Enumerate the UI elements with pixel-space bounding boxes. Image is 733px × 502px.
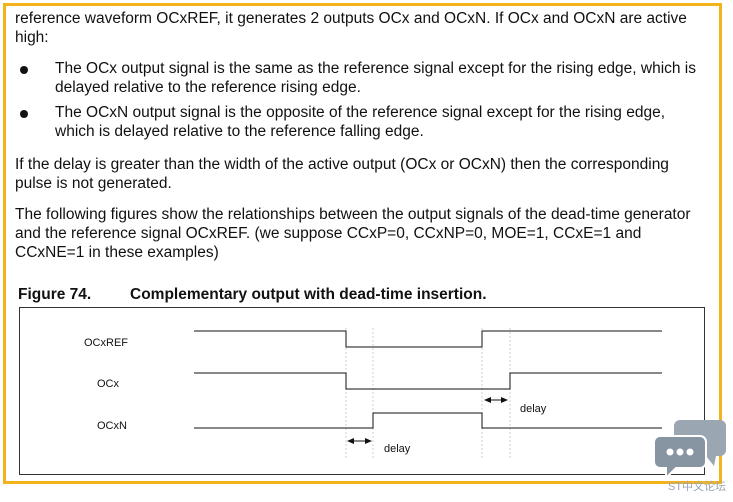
- delay-arrow-ocxn: [347, 438, 372, 444]
- bullet-ocx: The OCx output signal is the same as the…: [55, 60, 697, 96]
- waveform-ocxn: [194, 412, 662, 429]
- document-frame: [3, 3, 722, 484]
- signal-label-ocxref: OCxREF: [84, 337, 128, 349]
- forum-logo-icon: [653, 420, 726, 481]
- waveform-ocx: [194, 372, 662, 390]
- delay-label-ocxn: delay: [384, 443, 411, 455]
- delay-note-paragraph: If the delay is greater than the width o…: [15, 156, 669, 192]
- signal-label-ocxn: OCxN: [97, 420, 127, 432]
- bullet-dot: [20, 110, 28, 118]
- signal-label-ocx: OCx: [97, 378, 120, 390]
- figure-title: Complementary output with dead-time inse…: [130, 286, 487, 303]
- delay-label-ocx: delay: [520, 403, 547, 415]
- bullet-ocxn: The OCxN output signal is the opposite o…: [55, 104, 666, 140]
- figure-caption: Figure 74. Complementary output with dead…: [18, 286, 487, 304]
- bullet-dot: [20, 66, 28, 74]
- figures-intro-paragraph: The following figures show the relations…: [15, 206, 691, 261]
- figure-box: OCxREF OCx OCxN delay delay: [19, 307, 705, 475]
- figure-number: Figure 74.: [18, 286, 92, 303]
- waveform-ocxref: [194, 330, 662, 348]
- watermark-text: ST中文论坛: [668, 481, 727, 493]
- delay-arrow-ocx: [484, 397, 508, 403]
- timing-diagram: OCxREF OCx OCxN delay delay: [84, 328, 662, 460]
- intro-paragraph: reference waveform OCxREF, it generates …: [15, 10, 687, 46]
